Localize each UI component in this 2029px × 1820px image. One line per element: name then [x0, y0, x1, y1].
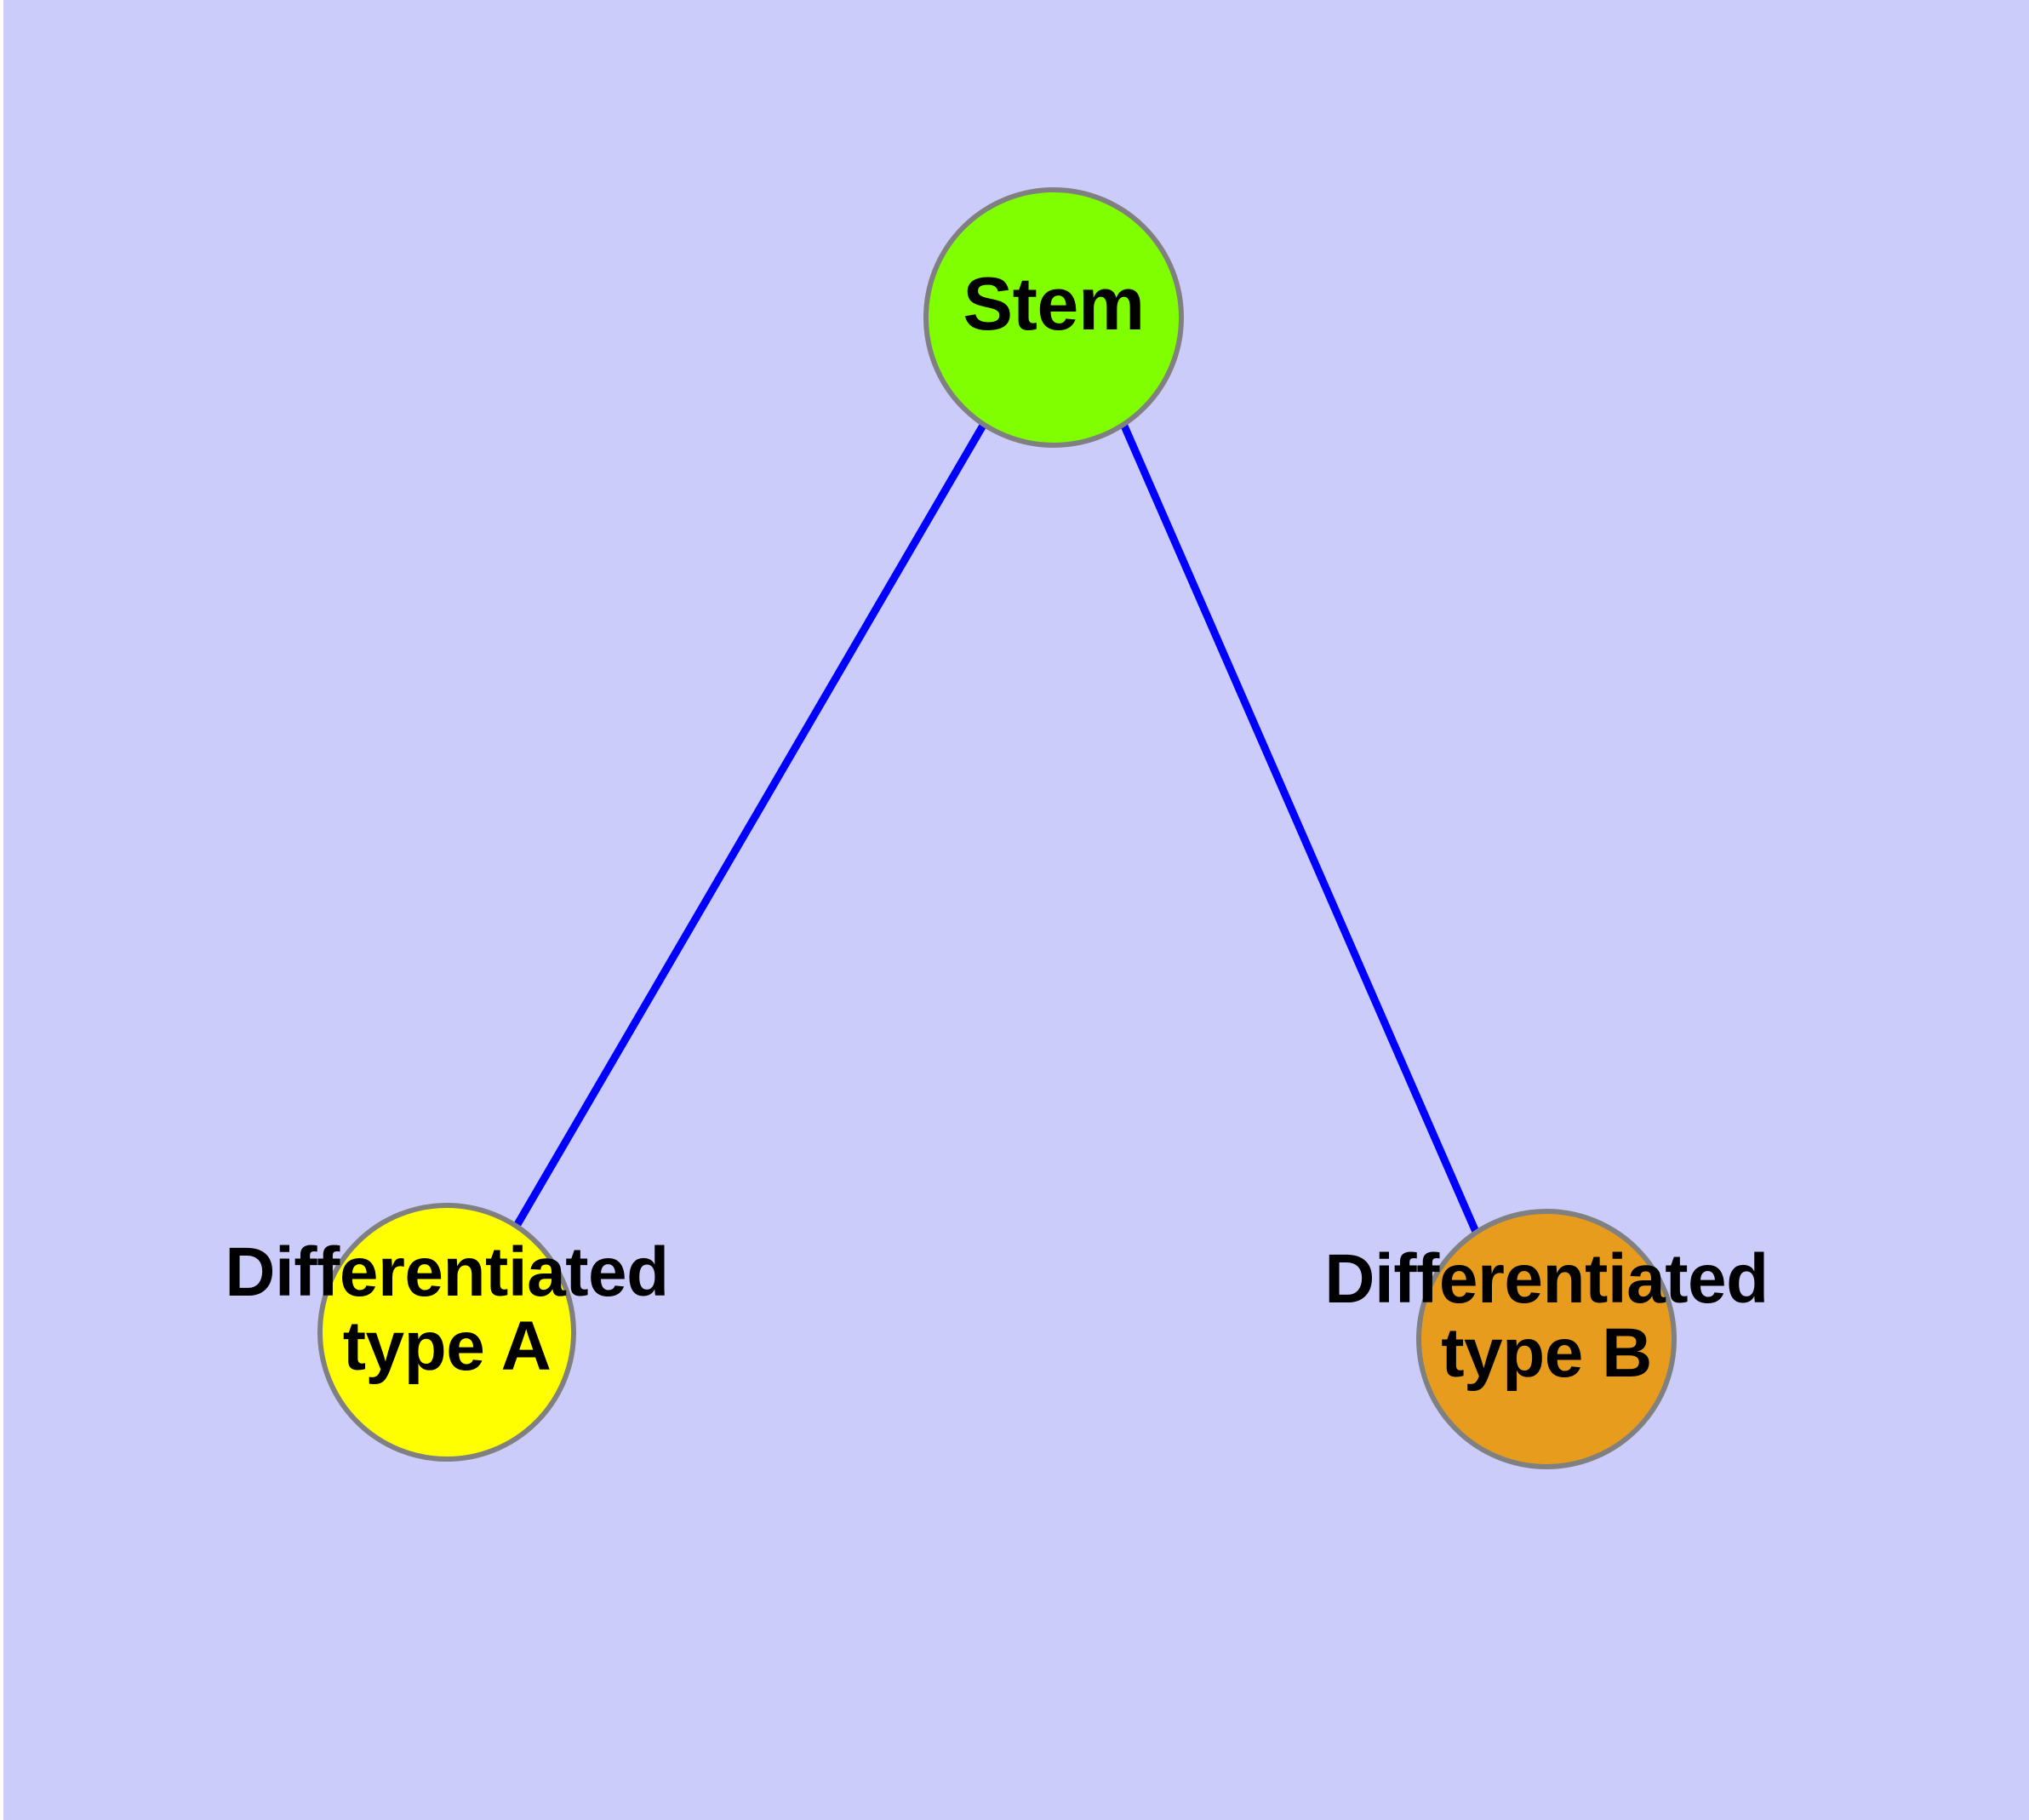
node-differentiated-type-b[interactable] — [1416, 1209, 1677, 1469]
node-differentiated-type-a[interactable] — [317, 1203, 576, 1462]
node-layer — [317, 187, 1677, 1469]
edge-stem-to-type-a[interactable] — [513, 421, 987, 1228]
node-stem[interactable] — [923, 187, 1184, 448]
edge-stem-to-type-b[interactable] — [1119, 422, 1480, 1233]
edge-layer — [513, 421, 1480, 1233]
